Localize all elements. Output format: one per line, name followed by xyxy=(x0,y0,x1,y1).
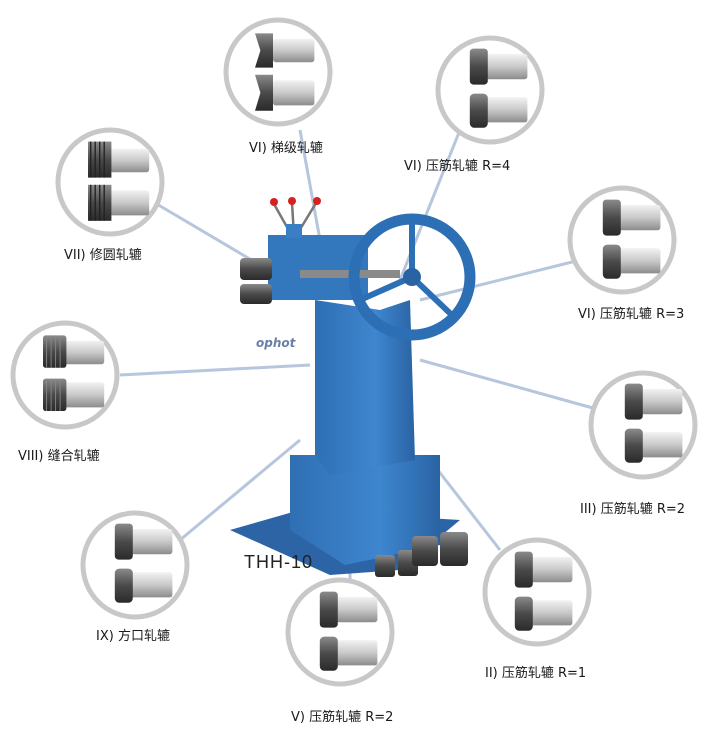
model-number: THH-10 xyxy=(244,552,314,572)
leader-line-vi-r3 xyxy=(419,258,581,302)
handwheel[interactable] xyxy=(348,213,476,341)
label-ii-r1: II) 压筋轧辘 R=1 xyxy=(485,666,587,681)
machine-lower-housing xyxy=(290,455,440,565)
callout-vi-r3 xyxy=(567,185,677,295)
head-roller-top xyxy=(240,258,272,280)
callout-viii-seam xyxy=(10,320,120,430)
label-iii-r2: III) 压筋轧辘 R=2 xyxy=(580,502,686,517)
label-viii-seam: VIII) 缝合轧辘 xyxy=(18,449,100,464)
callout-vi-stepped xyxy=(223,17,333,127)
leader-line-viii-seam xyxy=(119,363,311,377)
leader-line-ii-r1 xyxy=(428,459,502,551)
callout-iii-r2 xyxy=(588,370,698,480)
rolling-machine xyxy=(230,197,476,577)
callout-vi-r4 xyxy=(435,35,545,145)
label-vi-r3: VI) 压筋轧辘 R=3 xyxy=(578,307,685,322)
machine-column xyxy=(315,300,415,475)
label-vi-r4: VI) 压筋轧辘 R=4 xyxy=(404,159,511,174)
label-vii-round: VII) 修圆轧辘 xyxy=(64,248,142,263)
callout-v-r2 xyxy=(285,577,395,687)
leader-line-vii-round xyxy=(149,198,261,267)
brand-logo: ophot xyxy=(256,336,296,350)
label-vi-stepped: VI) 梯级轧辘 xyxy=(249,141,323,156)
callout-ix-square xyxy=(80,510,190,620)
adjust-levers[interactable] xyxy=(270,197,321,238)
leader-line-ix-square xyxy=(179,438,301,542)
leader-line-iii-r2 xyxy=(419,358,601,412)
leader-line-vi-stepped xyxy=(298,129,322,241)
callout-vii-round xyxy=(55,127,165,237)
head-roller-bottom xyxy=(240,284,272,304)
label-v-r2: V) 压筋轧辘 R=2 xyxy=(291,710,394,725)
label-ix-square: IX) 方口轧辘 xyxy=(96,629,170,644)
spare-rollers xyxy=(375,532,468,577)
callout-ii-r1 xyxy=(482,537,592,647)
